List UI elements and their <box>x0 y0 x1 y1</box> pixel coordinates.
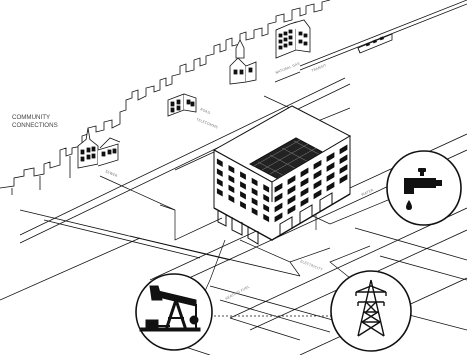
window <box>339 154 348 165</box>
window <box>228 184 235 194</box>
building-windows-right <box>274 144 348 223</box>
water-tap-icon <box>404 168 442 210</box>
diagram-heading: COMMUNITY CONNECTIONS <box>12 114 58 129</box>
window <box>216 158 223 167</box>
window <box>287 175 296 185</box>
skyline-building-tower <box>275 19 311 59</box>
window <box>251 187 258 197</box>
window <box>251 197 258 206</box>
window <box>326 171 335 182</box>
window <box>240 181 246 190</box>
window <box>274 202 283 213</box>
line-label-natural-gas: NATURAL GAS <box>275 61 301 74</box>
line-label-sewer: SEWER <box>105 169 119 178</box>
line-label-telecomms: TELECOMMS <box>195 117 219 130</box>
window <box>313 179 322 190</box>
window <box>326 181 335 192</box>
skyline-building-shop <box>167 93 197 117</box>
window <box>274 182 283 193</box>
window <box>216 188 223 197</box>
window <box>240 191 246 200</box>
window <box>251 177 258 187</box>
line-label-water: WATER <box>361 188 375 197</box>
window <box>228 174 235 184</box>
window <box>313 189 322 200</box>
window <box>263 203 270 213</box>
window <box>240 200 246 210</box>
water-utility <box>386 150 462 226</box>
building-windows-left <box>216 158 270 223</box>
power-utility <box>330 270 412 352</box>
oil-pumpjack-icon <box>139 285 201 332</box>
line-label-transit: TRANSIT <box>310 63 328 73</box>
window <box>287 204 296 215</box>
window <box>263 213 270 223</box>
heading-line-2: CONNECTIONS <box>12 122 58 129</box>
window <box>274 212 283 223</box>
window <box>216 168 223 177</box>
window <box>287 185 296 195</box>
power-pylon-icon <box>355 279 387 337</box>
window <box>326 162 335 172</box>
window <box>300 167 309 178</box>
window <box>263 194 270 203</box>
skyline-building-church <box>77 127 121 169</box>
city-skyline <box>0 0 331 195</box>
window <box>313 169 322 180</box>
window <box>228 164 235 174</box>
oil-utility <box>135 273 213 351</box>
window <box>228 194 235 203</box>
line-label-road: ROAD <box>200 107 212 115</box>
window <box>326 152 335 162</box>
window <box>300 197 309 207</box>
window <box>339 164 348 175</box>
window <box>339 174 348 184</box>
window <box>274 192 283 203</box>
window <box>216 178 223 187</box>
window <box>251 207 258 216</box>
line-label-heating-fuel: HEATING FUEL <box>225 285 251 301</box>
heading-line-1: COMMUNITY <box>12 114 50 121</box>
rail-line <box>299 0 467 71</box>
window <box>339 144 348 155</box>
line-label-electricity: ELECTRICITY <box>300 259 324 272</box>
window <box>313 159 322 170</box>
window <box>300 187 309 198</box>
window <box>287 194 296 205</box>
window <box>263 184 270 193</box>
skyline-building-house <box>229 39 257 85</box>
window <box>300 177 309 188</box>
train-icon <box>357 33 393 54</box>
window <box>240 171 246 180</box>
